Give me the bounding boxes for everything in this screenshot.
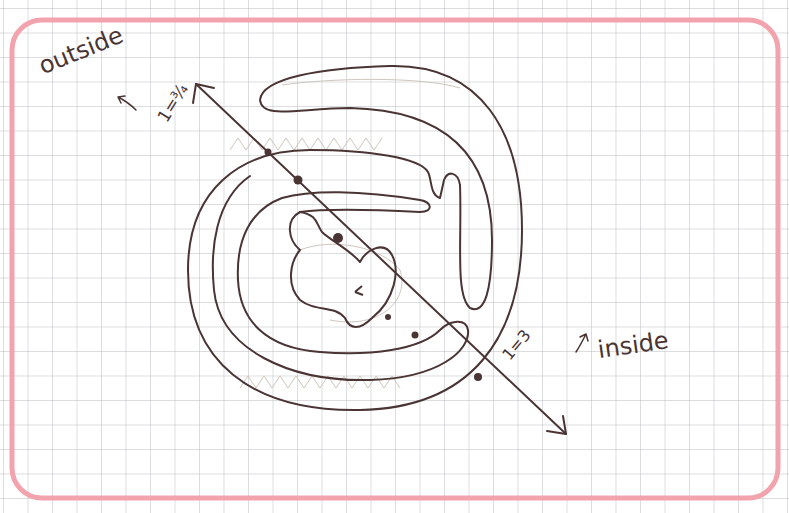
intersection-dots — [265, 149, 483, 382]
frame-border — [12, 20, 778, 498]
pointer-arrows — [118, 96, 588, 352]
small-arrowhead — [355, 286, 363, 295]
closed-curve — [188, 66, 522, 410]
pencil-shading — [230, 79, 460, 388]
ray-line — [193, 84, 566, 434]
